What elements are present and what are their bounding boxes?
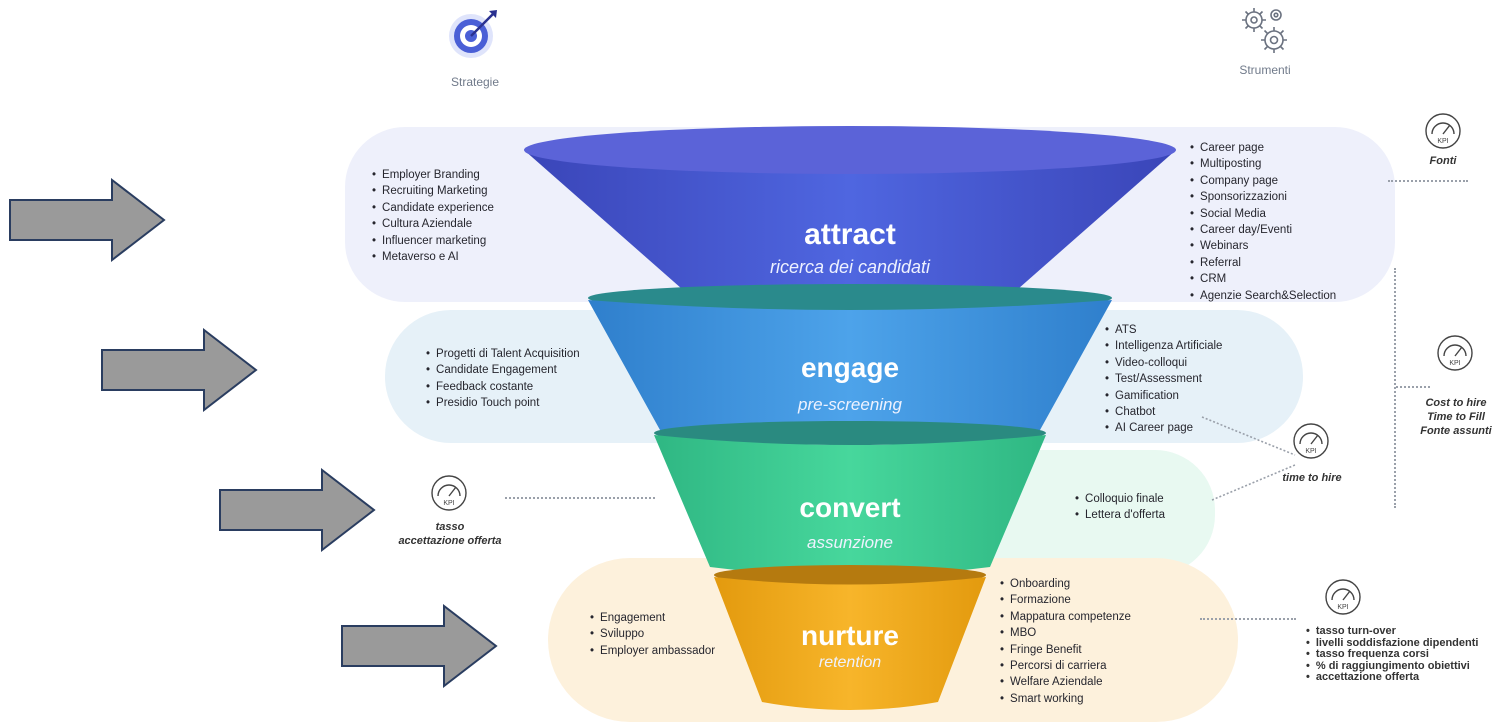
kpi-speedometer-icon: KPI: [430, 474, 468, 517]
list-item: Company page: [1190, 173, 1336, 189]
svg-text:KPI: KPI: [1305, 448, 1316, 455]
list-item: Agenzie Search&Selection: [1190, 288, 1336, 304]
convert-tools-list: Colloquio finale Lettera d'offerta: [1075, 491, 1165, 524]
list-item: % di raggiungimento obiettivi: [1306, 660, 1478, 673]
kpi-line: accettazione offerta: [398, 535, 502, 547]
attract-strategies-list: Employer Branding Recruiting Marketing C…: [372, 167, 494, 265]
list-item: Metaverso e AI: [372, 249, 494, 265]
list-item: Mappatura competenze: [1000, 609, 1131, 625]
right-arrow-icon: [100, 328, 260, 412]
list-item: Percorsi di carriera: [1000, 658, 1131, 674]
list-item: Lettera d'offerta: [1075, 507, 1165, 523]
attract-funnel-segment: [524, 150, 1176, 308]
attract-tools-list: Career page Multiposting Company page Sp…: [1190, 140, 1336, 304]
list-item: Influencer marketing: [372, 233, 494, 249]
svg-text:KPI: KPI: [1337, 604, 1348, 611]
list-item: ATS: [1105, 322, 1222, 338]
list-item: CRM: [1190, 271, 1336, 287]
list-item: Webinars: [1190, 238, 1336, 254]
svg-text:KPI: KPI: [443, 500, 454, 507]
list-item: Onboarding: [1000, 576, 1131, 592]
right-arrow-icon: [8, 178, 168, 262]
list-item: Feedback costante: [426, 379, 580, 395]
engage-funnel-segment: [588, 300, 1112, 440]
list-item: Test/Assessment: [1105, 371, 1222, 387]
dotted-connector: [1396, 386, 1430, 388]
nurture-subtitle: retention: [818, 654, 882, 671]
list-item: Social Media: [1190, 206, 1336, 222]
nurture-strategies-list: Engagement Sviluppo Employer ambassador: [590, 610, 715, 659]
right-arrow-icon: [218, 468, 378, 552]
list-item: Smart working: [1000, 691, 1131, 707]
list-item: Candidate experience: [372, 200, 494, 216]
target-dart-icon: [444, 6, 502, 60]
nurture-tools-list: Onboarding Formazione Mappatura competen…: [1000, 576, 1131, 707]
kpi-line: Fonte assunti: [1420, 425, 1492, 437]
list-item: Intelligenza Artificiale: [1105, 338, 1222, 354]
right-arrow-icon: [340, 604, 500, 688]
tools-header-label: Strumenti: [1239, 63, 1291, 77]
list-item: Gamification: [1105, 388, 1222, 404]
list-item: Recruiting Marketing: [372, 183, 494, 199]
dotted-connector: [1388, 180, 1468, 182]
nurture-title: nurture: [801, 620, 899, 651]
list-item: tasso turn-over: [1306, 625, 1478, 638]
engage-title: engage: [800, 352, 900, 383]
list-item: Career day/Eventi: [1190, 222, 1336, 238]
nurture-funnel-segment: [714, 577, 986, 710]
list-item: Engagement: [590, 610, 715, 626]
engage-tools-list: ATS Intelligenza Artificiale Video-collo…: [1105, 322, 1222, 437]
list-item: Employer Branding: [372, 167, 494, 183]
kpi-speedometer-icon: KPI: [1324, 578, 1362, 621]
list-item: Cultura Aziendale: [372, 216, 494, 232]
dotted-connector: [505, 497, 655, 499]
list-item: Career page: [1190, 140, 1336, 156]
kpi-line: Time to Fill: [1427, 411, 1485, 423]
list-item: Candidate Engagement: [426, 362, 580, 378]
svg-text:KPI: KPI: [1449, 360, 1460, 367]
list-item: tasso frequenza corsi: [1306, 648, 1478, 661]
kpi-nurture-list: tasso turn-over livelli soddisfazione di…: [1306, 625, 1479, 684]
list-item: Colloquio finale: [1075, 491, 1165, 507]
list-item: MBO: [1000, 625, 1131, 641]
kpi-line: tasso: [435, 521, 465, 533]
convert-subtitle: assunzione: [806, 533, 893, 552]
list-item: Multiposting: [1190, 156, 1336, 172]
convert-title: convert: [799, 492, 901, 523]
list-item: Referral: [1190, 255, 1336, 271]
attract-subtitle: ricerca dei candidati: [769, 257, 931, 277]
list-item: accettazione offerta: [1306, 671, 1478, 684]
list-item: Progetti di Talent Acquisition: [426, 346, 580, 362]
kpi-time-to-hire-label: time to hire: [1282, 472, 1342, 484]
strategies-header-label: Strategie: [450, 75, 500, 89]
list-item: livelli soddisfazione dipendenti: [1306, 637, 1479, 650]
kpi-speedometer-icon: KPI: [1424, 112, 1462, 155]
list-item: AI Career page: [1105, 420, 1222, 436]
dotted-connector: [1394, 268, 1396, 508]
kpi-speedometer-icon: KPI: [1436, 334, 1474, 377]
engage-subtitle: pre-screening: [798, 395, 902, 414]
kpi-fonti-label: Fonti: [1429, 155, 1457, 167]
kpi-tasso-accettazione-label: tasso accettazione offerta: [380, 520, 520, 548]
list-item: Presidio Touch point: [426, 395, 580, 411]
list-item: Welfare Aziendale: [1000, 674, 1131, 690]
list-item: Chatbot: [1105, 404, 1222, 420]
kpi-cost-to-hire-label: Cost to hire Time to Fill Fonte assunti: [1408, 396, 1504, 438]
funnel-graphic: [524, 126, 1176, 710]
dotted-connector: [1200, 618, 1296, 620]
kpi-line: Cost to hire: [1425, 397, 1487, 409]
convert-funnel-segment: [654, 435, 1046, 576]
dotted-connector-diagonal: [1201, 416, 1296, 501]
list-item: Sponsorizzazioni: [1190, 189, 1336, 205]
engage-strategies-list: Progetti di Talent Acquisition Candidate…: [426, 346, 580, 412]
gears-icon: [1236, 4, 1292, 56]
list-item: Formazione: [1000, 592, 1131, 608]
list-item: Employer ambassador: [590, 643, 715, 659]
attract-title: attract: [804, 218, 896, 251]
svg-text:KPI: KPI: [1437, 138, 1448, 145]
list-item: Sviluppo: [590, 626, 715, 642]
list-item: Fringe Benefit: [1000, 642, 1131, 658]
kpi-speedometer-icon: KPI: [1292, 422, 1330, 465]
list-item: Video-colloqui: [1105, 355, 1222, 371]
